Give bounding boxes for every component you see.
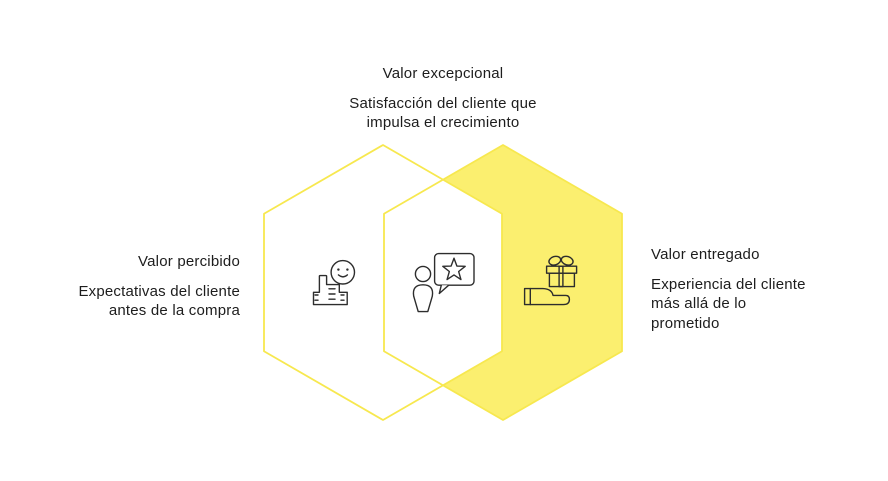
top-label-line: Satisfacción del cliente que [349, 94, 537, 112]
left-label: Valor percibido Expectativas del cliente… [45, 252, 240, 321]
right-label-line: más allá de lo [651, 295, 747, 312]
right-label-line: prometido [651, 314, 720, 332]
left-label-line: Expectativas del cliente [78, 282, 240, 300]
top-label-line: impulsa el crecimiento [366, 114, 520, 131]
review-star-speech-bubble-icon [412, 252, 475, 313]
top-label: Valor excepcional Satisfacción del clien… [293, 64, 593, 133]
left-hexagon-outline [263, 144, 503, 421]
thumbs-up-smiley-icon [312, 259, 356, 306]
right-label-line: Experiencia del cliente [651, 275, 806, 293]
gift-in-hand-icon [523, 255, 578, 306]
right-label-title: Valor entregado [651, 246, 760, 263]
top-label-title: Valor excepcional [382, 65, 504, 82]
right-label: Valor entregado Experiencia del cliente … [651, 245, 846, 333]
left-label-line: antes de la compra [108, 302, 240, 319]
left-label-title: Valor percibido [138, 253, 240, 270]
right-hexagon-outline [383, 144, 623, 421]
